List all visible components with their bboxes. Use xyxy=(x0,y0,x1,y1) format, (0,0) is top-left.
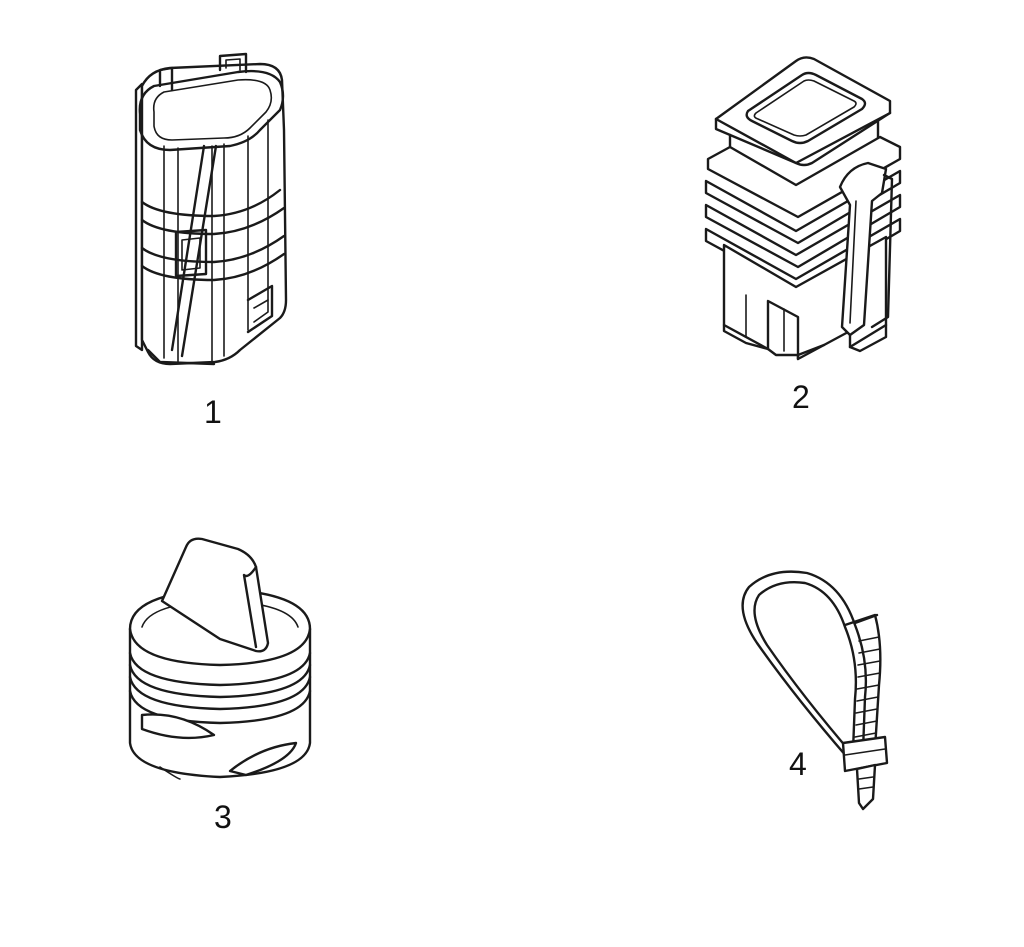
callout-2: 2 xyxy=(792,379,810,415)
callout-3: 3 xyxy=(214,799,232,835)
part-3: 3 xyxy=(120,535,320,840)
cable-tie-icon xyxy=(741,570,889,811)
part-2: 2 xyxy=(700,55,910,415)
callout-4: 4 xyxy=(789,746,807,782)
sealed-connector-icon xyxy=(704,56,902,361)
part-1: 1 xyxy=(120,50,300,428)
connector-sleeve-icon xyxy=(134,52,288,366)
callout-1: 1 xyxy=(204,394,222,430)
part-4: 4 xyxy=(735,565,905,815)
cavity-plug-icon xyxy=(128,537,312,780)
